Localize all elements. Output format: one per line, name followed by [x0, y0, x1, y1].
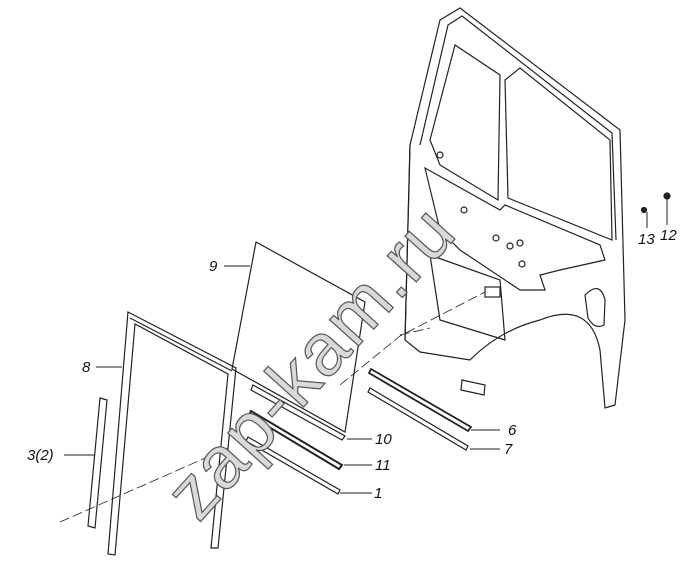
- callout-9: 9: [209, 258, 218, 275]
- strip-1: [245, 436, 341, 495]
- leader-lines: [64, 199, 668, 494]
- strip-11: [247, 409, 344, 471]
- callout-12: 12: [660, 227, 677, 244]
- door-panel: [404, 7, 626, 409]
- strip-6: [367, 367, 473, 433]
- callout-7: 7: [504, 441, 513, 458]
- callout-3: 3(2): [27, 447, 54, 464]
- callout-11: 11: [375, 457, 391, 474]
- assembly-lines: [59, 291, 486, 523]
- strip-7: [367, 387, 469, 451]
- glass-9: [231, 241, 366, 433]
- callout-1: 1: [374, 485, 383, 502]
- callout-8: 8: [82, 359, 91, 376]
- strip-10: [250, 384, 346, 441]
- screw-13: [640, 206, 648, 214]
- callout-13: 13: [638, 231, 655, 248]
- callout-10: 10: [375, 431, 392, 448]
- screw-12: [663, 192, 671, 200]
- channel-3: [87, 397, 108, 529]
- callout-6: 6: [508, 422, 517, 439]
- frame-8: [107, 311, 237, 556]
